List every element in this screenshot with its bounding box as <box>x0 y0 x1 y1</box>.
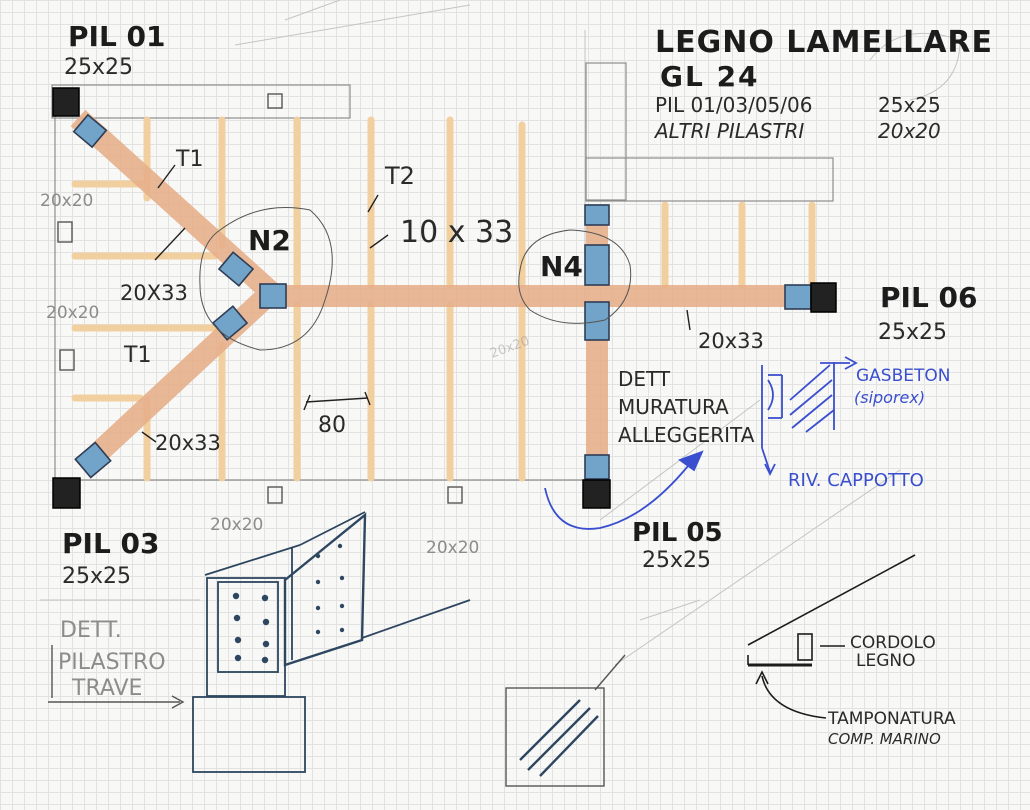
detail-small-section <box>505 654 626 787</box>
pillar-pil01 <box>52 87 80 117</box>
cappotto-label: RIV. CAPPOTTO <box>788 470 924 491</box>
node-n4-circle <box>518 229 632 324</box>
wall-detail-line1: DETT <box>618 367 671 391</box>
pil05-name: PIL 05 <box>632 518 723 548</box>
detail-labels: DETT MURATURA ALLEGGERITA GASBETON (sipo… <box>58 366 956 748</box>
tamponatura-label-line2: COMP. MARINO <box>828 730 941 748</box>
beam-t1-lower-label: T1 <box>123 343 151 368</box>
beam-section-upper-label: 20X33 <box>120 281 188 305</box>
pil03-size: 25x25 <box>62 564 131 589</box>
pillar-pil05 <box>582 479 611 509</box>
detail-pilastro-bracket <box>48 645 185 709</box>
node-circles <box>199 207 632 351</box>
node-labels: N2 N4 <box>248 224 583 283</box>
pil06-size: 25x25 <box>878 320 947 345</box>
title-row1-right: 25x25 <box>878 93 941 117</box>
cordolo-label-line1: CORDOLO <box>850 633 936 653</box>
construction-lines <box>40 0 961 666</box>
title-line1: LEGNO LAMELLARE <box>655 25 993 60</box>
pil01-size: 25x25 <box>64 55 133 80</box>
title-block: LEGNO LAMELLARE GL 24 PIL 01/03/05/06 25… <box>653 25 993 143</box>
beam-labels: T1 T1 T2 20X33 20x33 20x33 10 x 33 80 <box>120 147 764 455</box>
wall-detail-line3: ALLEGGERITA <box>618 423 755 447</box>
node-n4-label: N4 <box>540 250 583 283</box>
cordolo-label-line2: LEGNO <box>856 651 915 671</box>
beam-t1-upper-label: T1 <box>175 147 203 172</box>
pil03-name: PIL 03 <box>62 527 160 560</box>
title-line2: GL 24 <box>660 60 760 93</box>
small-pillar-left-top-label: 20x20 <box>40 191 93 211</box>
gasbeton-label: GASBETON <box>856 366 950 386</box>
detail-pilastro-trave-sketch <box>192 511 471 773</box>
tamponatura-label-line1: TAMPONATURA <box>827 709 956 729</box>
siporex-label: (siporex) <box>854 388 925 407</box>
pillar-labels: PIL 01 25x25 PIL 03 25x25 PIL 05 25x25 P… <box>62 20 978 589</box>
beam-section-lower-label: 20x33 <box>155 431 221 455</box>
connectors <box>72 113 812 480</box>
title-row2-left: ALTRI PILASTRI <box>653 119 804 143</box>
small-pillar-bottom-left-label: 20x20 <box>210 515 263 535</box>
pillar-pil06 <box>810 282 837 313</box>
wall-detail-line2: MURATURA <box>618 395 729 419</box>
main-pillars <box>52 87 837 509</box>
joists <box>71 116 816 482</box>
pil06-name: PIL 06 <box>880 281 978 314</box>
joist-spacing-label: 80 <box>318 413 346 438</box>
beam-section-right-label: 20x33 <box>698 329 764 353</box>
pilastro-detail-line2: PILASTRO <box>58 650 166 675</box>
detail-cordolo <box>747 554 916 719</box>
wall-detail-marks <box>544 356 858 530</box>
leader-marks <box>141 164 691 443</box>
small-pillars <box>57 93 463 504</box>
pilastro-detail-line1: DETT. <box>60 618 122 643</box>
title-row2-right: 20x20 <box>878 119 941 143</box>
small-pillar-left-bottom-label: 20x20 <box>46 303 99 323</box>
pil05-size: 25x25 <box>642 548 711 573</box>
small-pillar-bottom-mid-label: 20x20 <box>426 538 479 558</box>
beam-t2-label: T2 <box>384 162 415 190</box>
node-n2-circle <box>199 207 333 351</box>
pilastro-detail-line3: TRAVE <box>71 676 142 701</box>
node-n2-label: N2 <box>248 224 291 257</box>
pillar-pil03 <box>52 477 81 509</box>
pil01-name: PIL 01 <box>68 20 166 53</box>
title-row1-left: PIL 01/03/05/06 <box>655 93 812 117</box>
joist-section-label: 10 x 33 <box>400 215 513 250</box>
